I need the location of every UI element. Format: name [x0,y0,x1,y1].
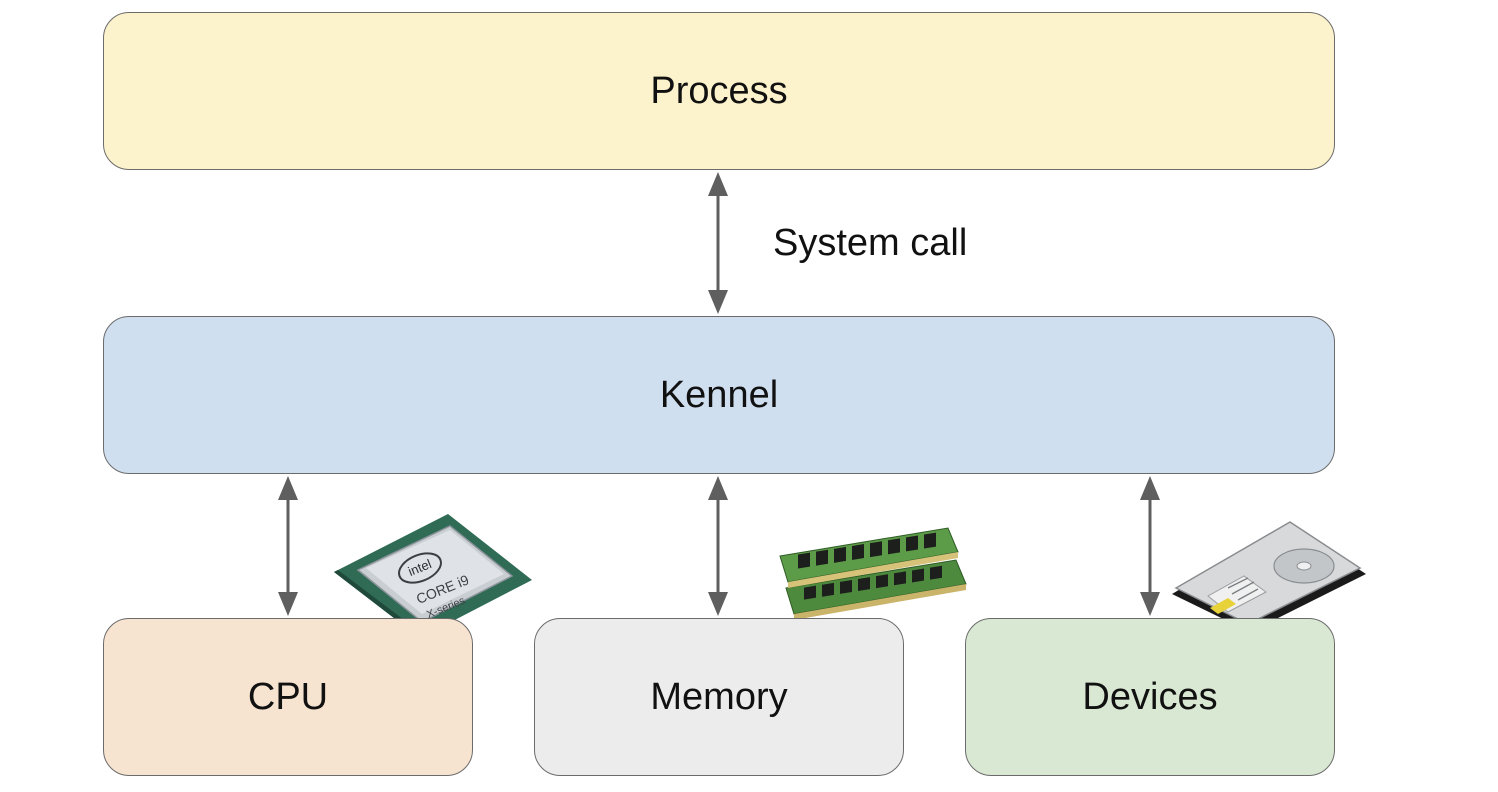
system-call-label: System call [773,222,968,264]
intel-core-i9-chip-icon: intel CORE i9 X-series [334,514,532,638]
kernel-label: Kennel [659,373,779,416]
process-box: Process [103,12,1335,170]
memory-label: Memory [650,675,788,718]
process-kernel-arrow [708,172,728,314]
devices-label: Devices [1082,675,1218,718]
ram-modules-icon [779,527,967,620]
hard-disk-drive-icon [1172,521,1366,632]
kernel-cpu-arrow [278,476,298,616]
devices-box: Devices [965,618,1335,776]
kernel-memory-arrow [708,476,728,616]
memory-box: Memory [534,618,904,776]
process-label: Process [650,69,788,112]
cpu-label: CPU [247,675,329,718]
kernel-box: Kennel [103,316,1335,474]
cpu-box: CPU [103,618,473,776]
kernel-devices-arrow [1140,476,1160,616]
